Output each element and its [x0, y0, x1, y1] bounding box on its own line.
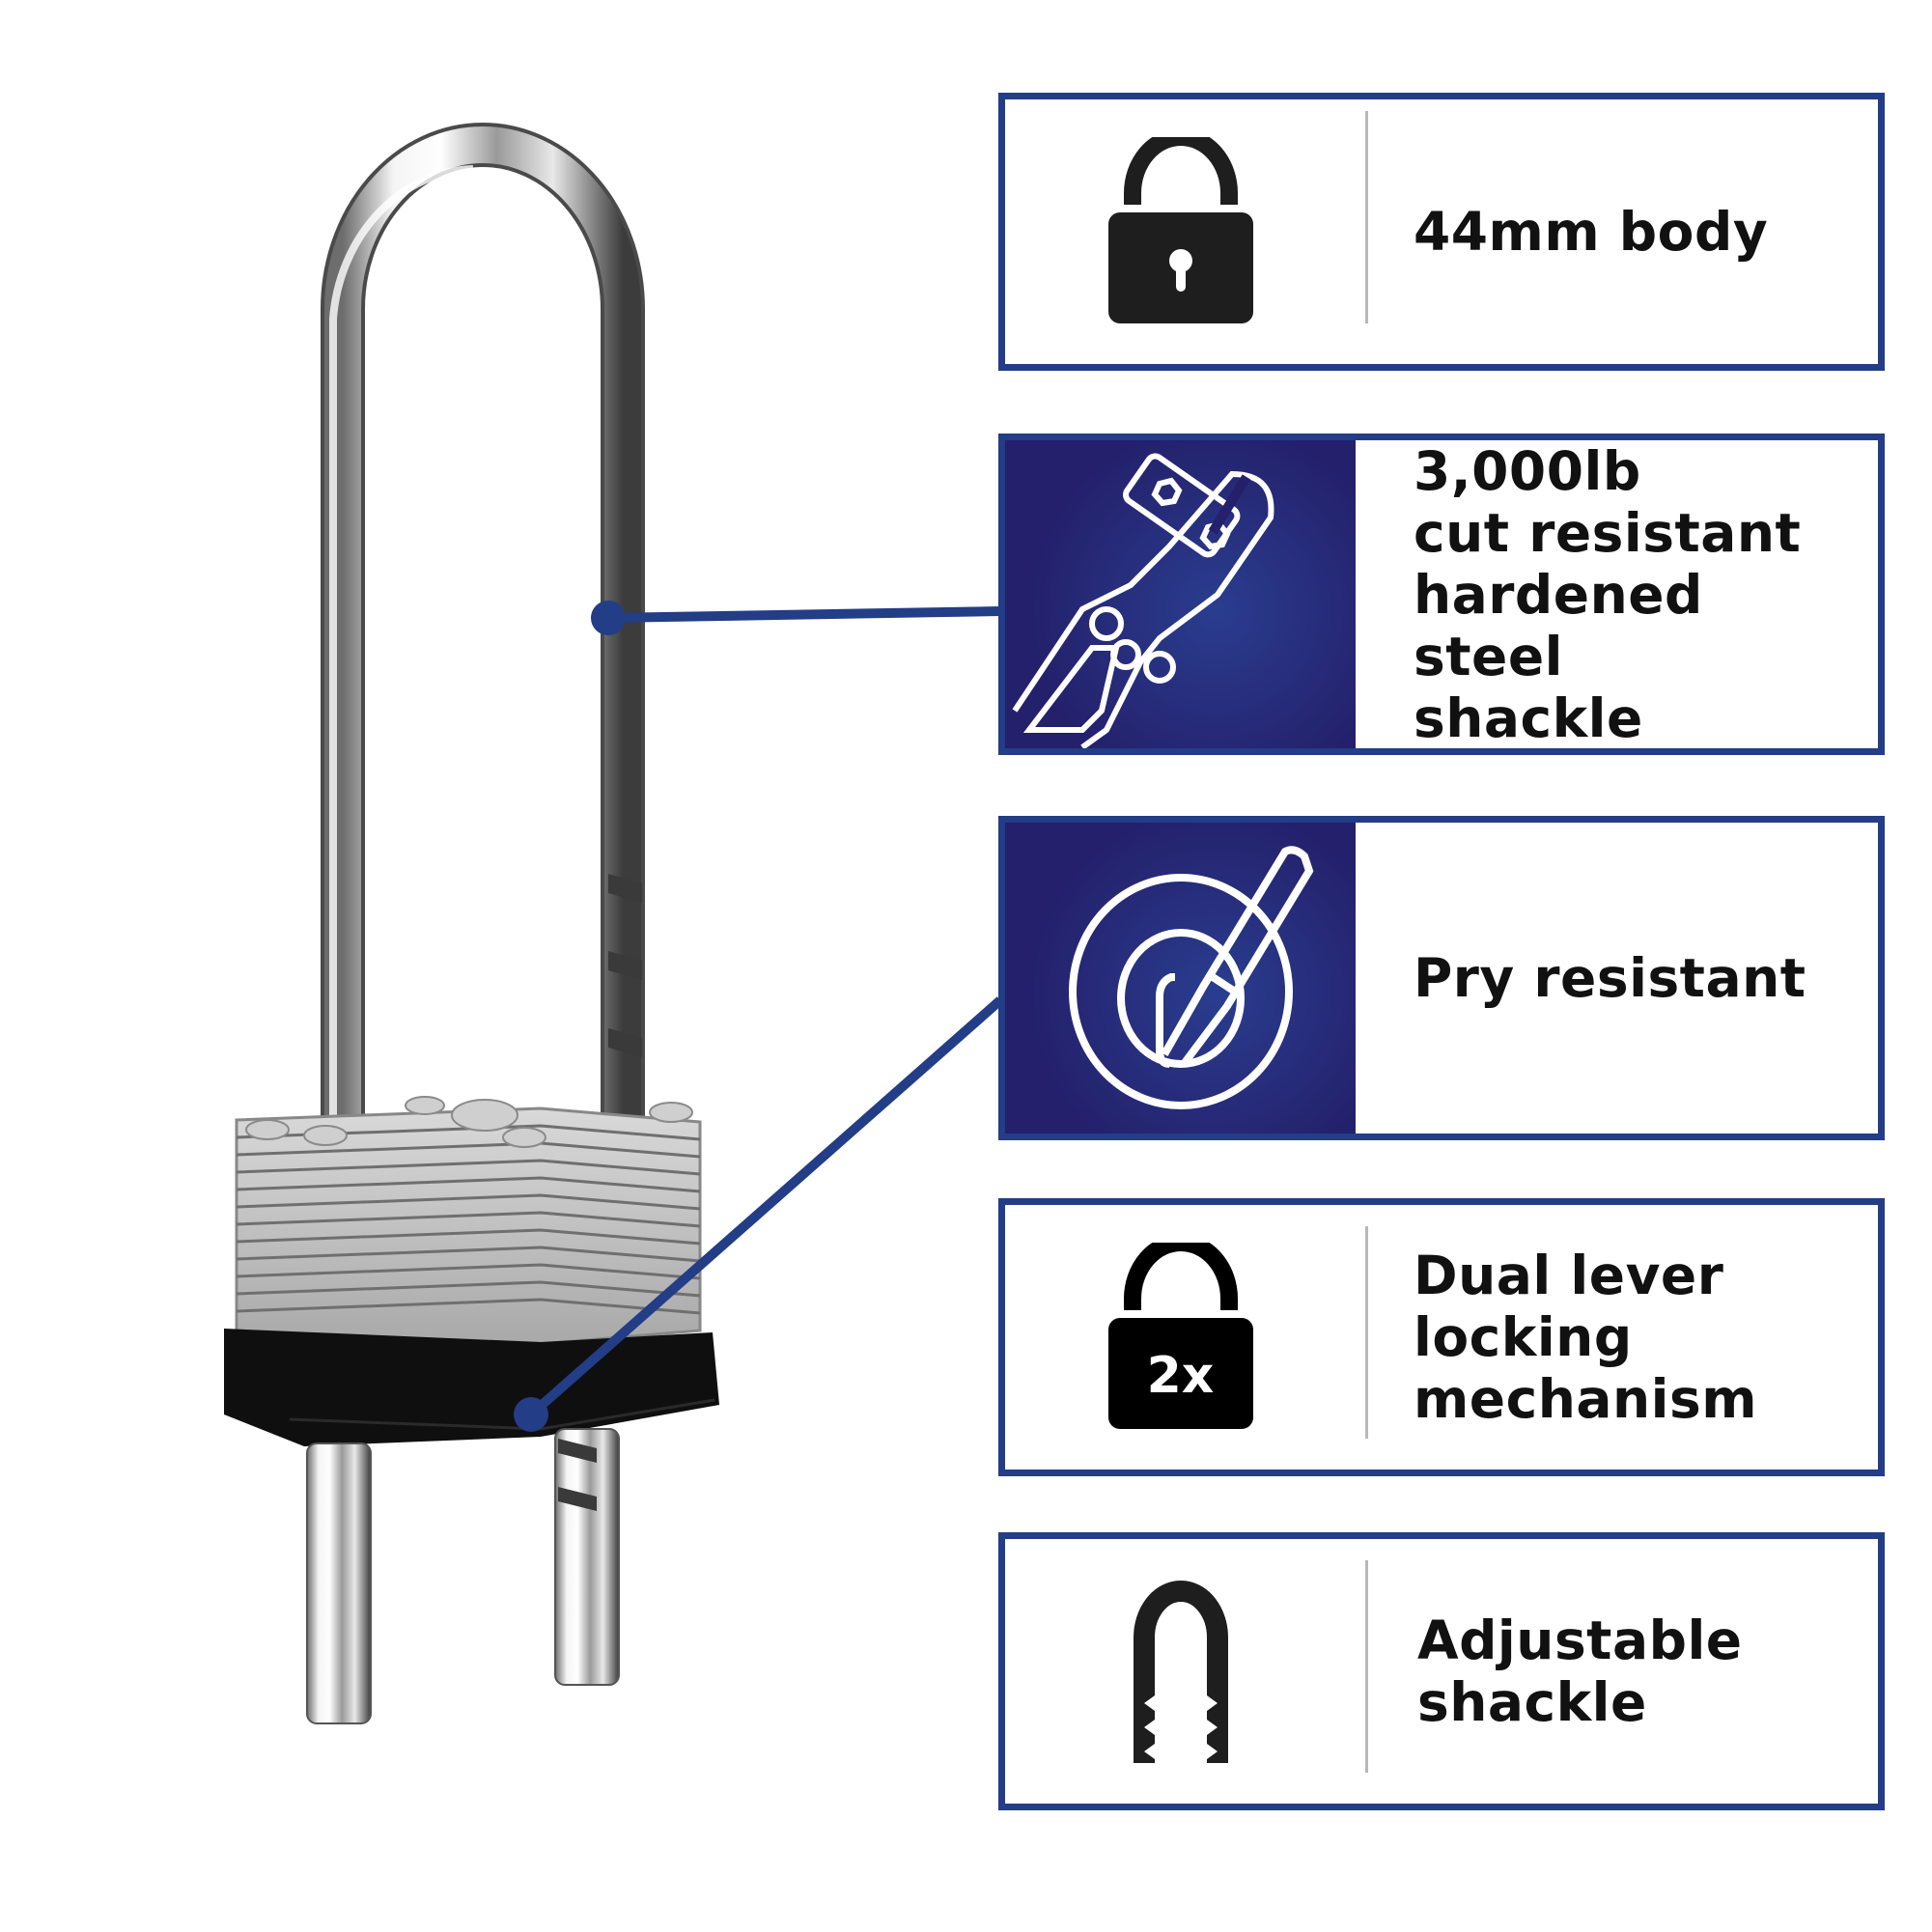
pry-bar-target-icon — [1069, 846, 1314, 1109]
divider — [1365, 1226, 1368, 1439]
feature-label-line: Dual lever — [1414, 1245, 1724, 1306]
feature-icon-area — [1005, 1539, 1356, 1804]
icon-badge-label: 2x — [1146, 1347, 1215, 1405]
feature-icon-area — [1005, 99, 1356, 364]
feature-text: 3,000lb cut resistant hardened steel sha… — [1414, 439, 1868, 749]
padlock-illustration — [224, 123, 719, 1724]
feature-box-adjustable-shackle: Adjustable shackle — [998, 1532, 1885, 1810]
feature-label-line: hardened steel — [1414, 563, 1703, 687]
feature-text: Pry resistant — [1414, 823, 1868, 1134]
feature-icon-area: 2x — [1005, 1205, 1356, 1470]
divider — [1365, 1560, 1368, 1773]
feature-box-body-size: 44mm body — [998, 93, 1885, 371]
feature-text: Dual lever locking mechanism — [1414, 1205, 1868, 1470]
padlock-keyhole-icon — [1107, 137, 1253, 323]
feature-label-line: shackle — [1414, 686, 1643, 749]
feature-label-line: Adjustable — [1417, 1610, 1743, 1671]
feature-icon-area — [1005, 440, 1356, 748]
bolt-cutter-icon — [1012, 453, 1274, 748]
feature-label-line: 3,000lb — [1414, 439, 1641, 502]
feature-label: 44mm body — [1414, 201, 1769, 263]
feature-text: 44mm body — [1414, 99, 1868, 364]
feature-label-line: mechanism — [1414, 1368, 1758, 1430]
feature-label-line: cut resistant — [1414, 501, 1802, 564]
feature-icon-area — [1005, 823, 1356, 1134]
feature-label: Pry resistant — [1414, 947, 1806, 1009]
feature-box-dual-lever: 2x Dual lever locking mechanism — [998, 1198, 1885, 1476]
divider — [1365, 111, 1368, 323]
product-image — [224, 123, 719, 1724]
padlock-2x-icon: 2x — [1107, 1243, 1253, 1432]
feature-label-line: shackle — [1417, 1671, 1647, 1733]
adjustable-shackle-icon — [1133, 1581, 1228, 1763]
feature-box-pry-resistant: Pry resistant — [998, 816, 1885, 1140]
feature-text: Adjustable shackle — [1417, 1539, 1868, 1804]
feature-label-line: locking — [1414, 1306, 1633, 1368]
feature-box-cut-resistant: 3,000lb cut resistant hardened steel sha… — [998, 434, 1885, 755]
